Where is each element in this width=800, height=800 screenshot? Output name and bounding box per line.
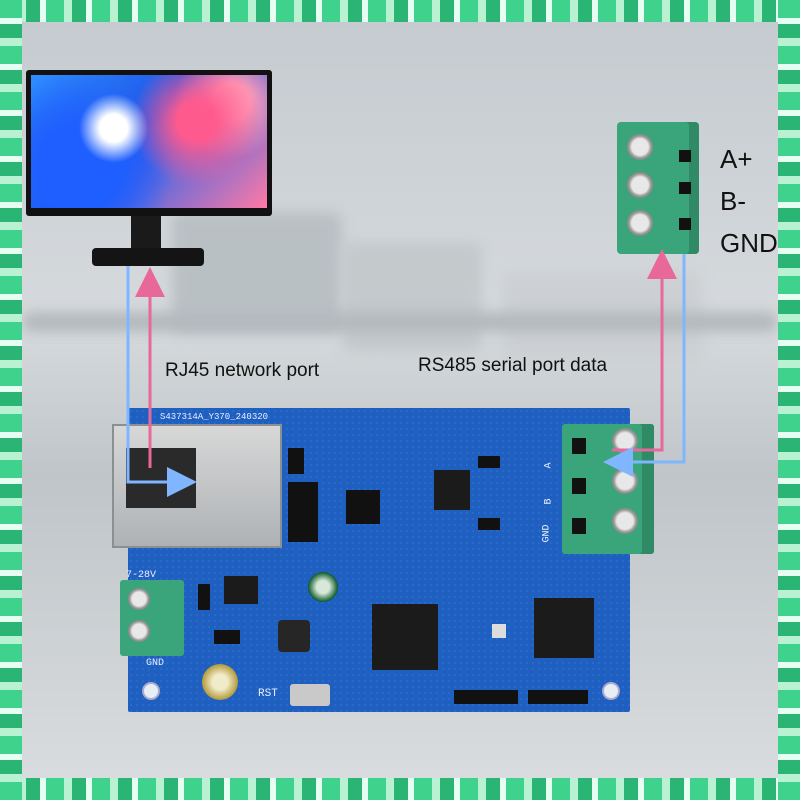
monitor-stand <box>131 216 161 254</box>
arrow-terminal-to-board <box>603 254 686 477</box>
secondary-chip <box>534 598 594 658</box>
diode-d1 <box>198 584 210 610</box>
resistor-array <box>288 482 318 542</box>
main-mcu-chip <box>372 604 438 670</box>
mounting-hole <box>602 682 620 700</box>
terminal-slot <box>572 438 586 454</box>
decorative-border-bottom <box>0 778 800 800</box>
power-ic <box>224 576 258 604</box>
diode-d4 <box>478 456 500 468</box>
rs485-transceiver-chip <box>434 470 470 510</box>
header-p2 <box>528 690 588 704</box>
background-shelf <box>342 242 482 352</box>
gnd-label: GND <box>146 658 165 669</box>
reset-label: RST <box>258 688 278 700</box>
decorative-border-left <box>0 0 22 800</box>
rj45-jack <box>112 424 282 548</box>
monitor-display <box>31 75 267 208</box>
terminal-screw <box>627 172 653 198</box>
terminal-slot <box>572 518 586 534</box>
reset-button[interactable] <box>290 684 330 706</box>
resistor-array <box>288 448 304 474</box>
terminal-slot <box>679 182 691 194</box>
pin-label-b: B- <box>720 186 746 216</box>
terminal-slot <box>679 150 691 162</box>
decorative-border-top <box>0 0 800 22</box>
regulator-chip <box>346 490 380 524</box>
caption-rs485: RS485 serial port data <box>418 355 608 376</box>
voltage-label: 7-28V <box>126 570 157 581</box>
terminal-screw <box>128 620 150 642</box>
terminal-slot <box>572 478 586 494</box>
header-p1 <box>454 690 518 704</box>
monitor <box>26 70 272 216</box>
arrow-board-to-terminal <box>612 249 677 452</box>
terminal-screw <box>627 134 653 160</box>
diode-d3 <box>214 630 240 644</box>
board-rs485-terminal <box>562 424 654 554</box>
terminal-screw <box>627 210 653 236</box>
terminal-screw <box>612 508 638 534</box>
electrolytic-capacitor <box>308 572 338 602</box>
terminal-screw <box>128 588 150 610</box>
decorative-border-right <box>778 0 800 800</box>
mounting-hole <box>142 682 160 700</box>
crystal-x2 <box>492 624 506 638</box>
pin-label-gnd: GND <box>720 228 778 258</box>
background-table-edge <box>22 312 778 332</box>
board-model-text: S437314A_Y370_240320 <box>160 412 269 422</box>
caption-rj45: RJ45 network port <box>165 360 320 381</box>
diode-d5 <box>478 518 500 530</box>
electrolytic-capacitor-large <box>202 664 238 700</box>
rs485-terminal-block <box>617 122 699 254</box>
terminal-slot <box>679 218 691 230</box>
pin-label-a: A+ <box>720 144 753 174</box>
arrow-monitor-to-rj45 <box>126 266 197 497</box>
inductor <box>278 620 310 652</box>
monitor-base <box>92 248 204 266</box>
power-terminal <box>120 580 184 656</box>
